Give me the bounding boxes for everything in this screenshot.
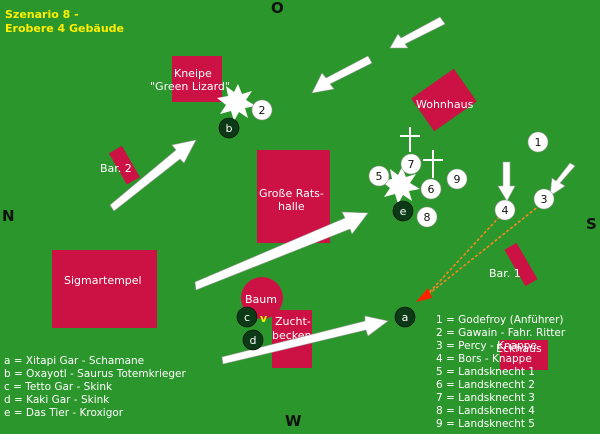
legend-item-1: 1 = Godefroy (Anführer) [436, 314, 564, 326]
cross-icon [423, 150, 443, 178]
compass-west: N [2, 207, 15, 225]
scenario-title-line2: Erobere 4 Gebäude [5, 22, 124, 35]
token-lizard-e[interactable]: e [392, 200, 414, 222]
svg-text:3: 3 [541, 193, 548, 206]
building-wohnhaus [411, 68, 477, 132]
building-bar2 [108, 145, 140, 185]
building-eckhaus-label: Eckhaus [496, 342, 542, 355]
building-kneipe-label1: Kneipe [174, 67, 212, 80]
combat-explosion-icon [217, 84, 256, 121]
token-knight-5[interactable]: 5 [368, 165, 390, 187]
legend-item-4: 4 = Bors - Knappe [436, 353, 532, 365]
compass-east: S [586, 215, 597, 233]
scenario-title-line1: Szenario 8 - [5, 8, 79, 21]
combat-explosion-icon [381, 167, 420, 204]
legend-item-7: 7 = Landsknecht 3 [436, 392, 535, 404]
charge-line-3 [424, 204, 541, 298]
token-knight-4[interactable]: 4 [494, 199, 516, 221]
legend-item-8: 8 = Landsknecht 4 [436, 405, 535, 417]
svg-text:d: d [250, 334, 257, 347]
arrow-north-2 [311, 55, 373, 94]
token-knight-9[interactable]: 9 [446, 168, 468, 190]
token-knight-2[interactable]: 2 [251, 99, 273, 121]
svg-text:2: 2 [259, 104, 266, 117]
arrow-knight-4 [497, 161, 516, 202]
token-lizard-c[interactable]: c [236, 306, 258, 328]
building-bar1-label: Bar. 1 [489, 267, 521, 280]
movement-arrows [109, 16, 576, 365]
svg-text:a: a [402, 311, 409, 324]
legend-lizardmen: a = Xitapi Gar - Schamane b = Oxayotl - … [4, 355, 186, 419]
svg-text:4: 4 [502, 204, 509, 217]
token-knight-8[interactable]: 8 [416, 206, 438, 228]
svg-text:9: 9 [454, 173, 461, 186]
token-lizard-d[interactable]: d [242, 329, 264, 351]
building-zuchtbecken-label1: Zucht- [275, 315, 311, 328]
building-sigmartempel [52, 250, 157, 328]
svg-text:1: 1 [535, 136, 542, 149]
legend-item-e: e = Das Tier - Kroxigor [4, 407, 124, 419]
legend-item-6: 6 = Landsknecht 2 [436, 379, 535, 391]
token-knight-1[interactable]: 1 [527, 131, 549, 153]
building-ratshalle-label1: Große Rats- [259, 187, 324, 200]
legend-item-d: d = Kaki Gar - Skink [4, 394, 110, 406]
tree-marker: v [260, 312, 268, 325]
svg-text:c: c [244, 311, 250, 324]
building-sigmartempel-label: Sigmartempel [64, 274, 142, 287]
legend-bretonnians: 1 = Godefroy (Anführer) 2 = Gawain - Fah… [436, 314, 566, 430]
legend-item-c: c = Tetto Gar - Skink [4, 381, 113, 393]
charge-line-4 [424, 212, 504, 298]
svg-text:6: 6 [428, 183, 435, 196]
arrow-north-1 [389, 16, 446, 49]
token-knight-7[interactable]: 7 [400, 153, 422, 175]
legend-item-5: 5 = Landsknecht 1 [436, 366, 535, 378]
charge-lines [416, 204, 541, 302]
building-bar2-label: Bar. 2 [100, 162, 132, 175]
svg-text:b: b [226, 122, 233, 135]
svg-text:5: 5 [376, 170, 383, 183]
compass-north: O [271, 0, 284, 17]
cross-icon [400, 127, 420, 152]
svg-text:7: 7 [408, 158, 415, 171]
building-wohnhaus-label: Wohnhaus [416, 98, 474, 111]
charge-arrowhead [416, 288, 432, 302]
arrow-knight-3 [549, 162, 576, 197]
legend-item-2: 2 = Gawain - Fahr. Ritter [436, 327, 566, 339]
arrow-bar2 [109, 139, 197, 212]
legend-item-3: 3 = Percy - Knappe [436, 340, 537, 352]
svg-text:e: e [400, 205, 407, 218]
compass-south: W [285, 412, 302, 430]
legend-item-b: b = Oxayotl - Saurus Totemkrieger [4, 368, 186, 380]
building-grosse-ratshalle [257, 150, 330, 243]
building-kneipe-label2: "Green Lizard" [150, 80, 230, 93]
token-knight-3[interactable]: 3 [533, 188, 555, 210]
token-lizard-b[interactable]: b [218, 117, 240, 139]
legend-item-a: a = Xitapi Gar - Schamane [4, 355, 144, 367]
svg-text:8: 8 [424, 211, 431, 224]
tree-baum-label: Baum [245, 293, 277, 306]
building-bar1 [504, 242, 538, 287]
arrow-tempel [194, 211, 369, 291]
building-kneipe [172, 56, 222, 102]
building-ratshalle-label2: halle [278, 200, 305, 213]
token-knight-6[interactable]: 6 [420, 178, 442, 200]
legend-item-9: 9 = Landsknecht 5 [436, 418, 535, 430]
token-lizard-a[interactable]: a [394, 306, 416, 328]
building-eckhaus [500, 340, 548, 370]
arrow-zuchtbecken [221, 315, 389, 365]
casualty-cross-icons [400, 127, 443, 178]
